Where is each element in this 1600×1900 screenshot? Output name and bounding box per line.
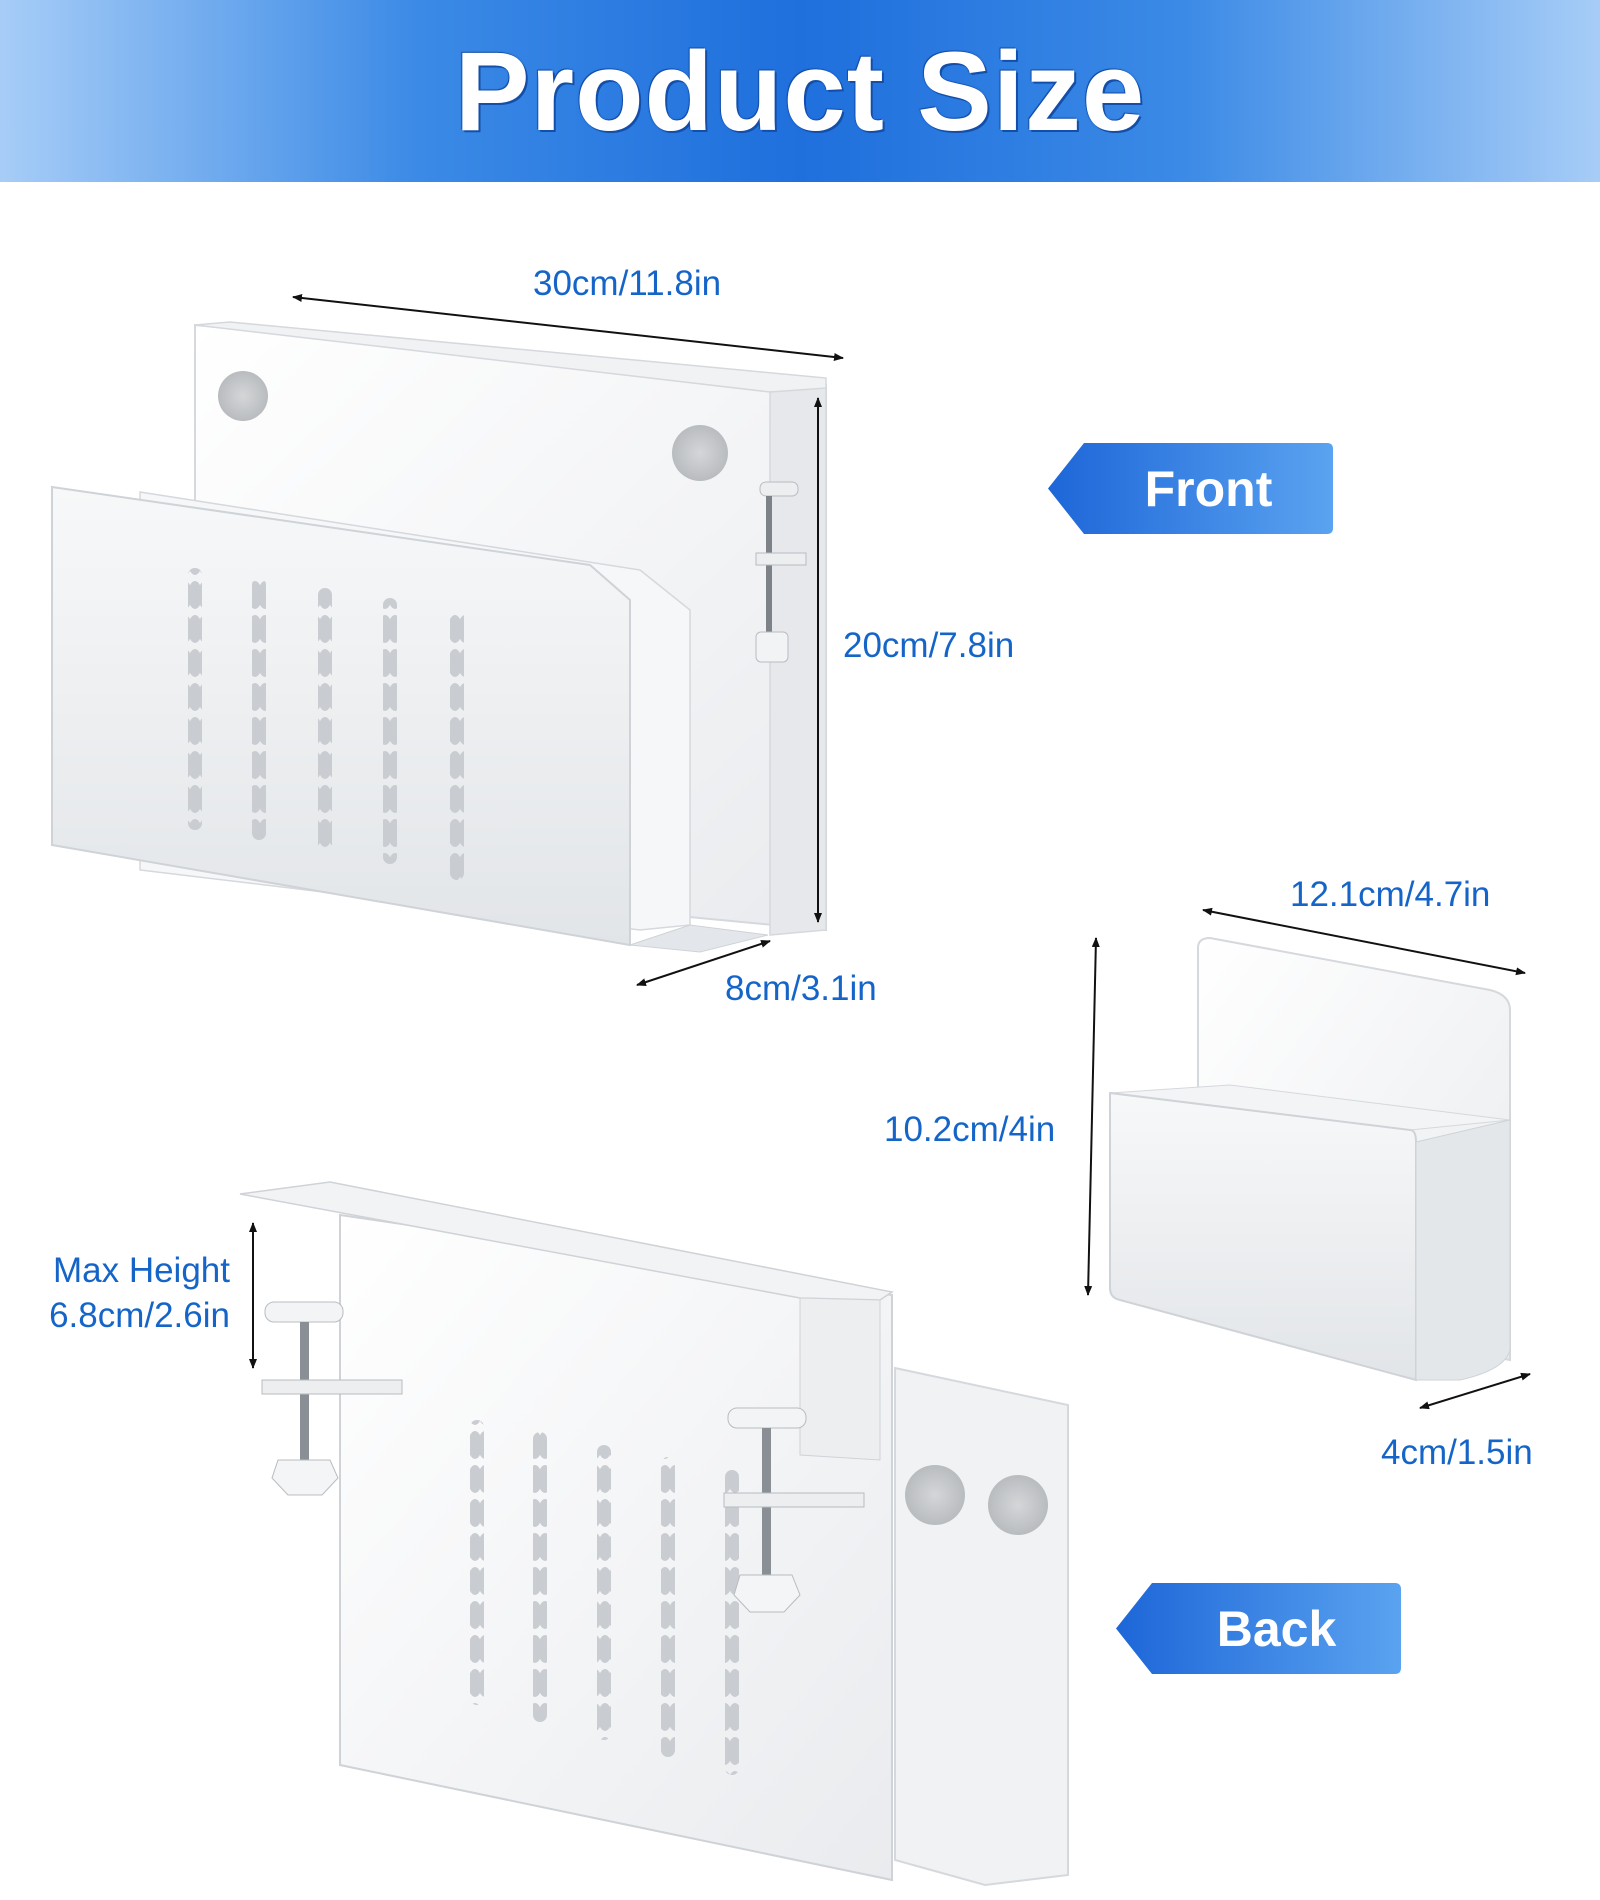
width-label-main: 30cm/11.8in xyxy=(533,264,722,303)
small-holder-image xyxy=(1109,936,1511,1382)
depth-label-main: 8cm/3.1in xyxy=(725,969,877,1008)
height-label-main: 20cm/7.8in xyxy=(843,626,1015,665)
depth-arrow-small xyxy=(1419,1372,1531,1410)
back-tag-shape xyxy=(1116,1583,1401,1674)
back-tag-label: Back xyxy=(1216,1600,1337,1657)
depth-arrow-main xyxy=(636,940,771,986)
front-organizer-image xyxy=(51,321,827,953)
max-height-title: Max Height xyxy=(52,1251,230,1290)
back-tag: Back xyxy=(1116,1583,1401,1674)
height-arrow-small xyxy=(1084,937,1100,1296)
height-label-small: 10.2cm/4in xyxy=(884,1110,1056,1149)
front-tag-shape xyxy=(1048,443,1333,534)
header-banner: Product Size xyxy=(0,0,1600,182)
back-organizer-image xyxy=(239,1181,1069,1887)
width-label-small: 12.1cm/4.7in xyxy=(1290,875,1491,914)
width-arrow-small xyxy=(1202,907,1526,976)
front-tag: Front xyxy=(1048,443,1333,534)
depth-label-small: 4cm/1.5in xyxy=(1381,1433,1533,1472)
front-tag-label: Front xyxy=(1144,460,1273,517)
page-title: Product Size xyxy=(454,28,1146,154)
max-height-label: Max Height 6.8cm/2.6in xyxy=(20,1248,230,1338)
width-arrow-main xyxy=(292,294,844,361)
max-height-value: 6.8cm/2.6in xyxy=(49,1296,230,1335)
